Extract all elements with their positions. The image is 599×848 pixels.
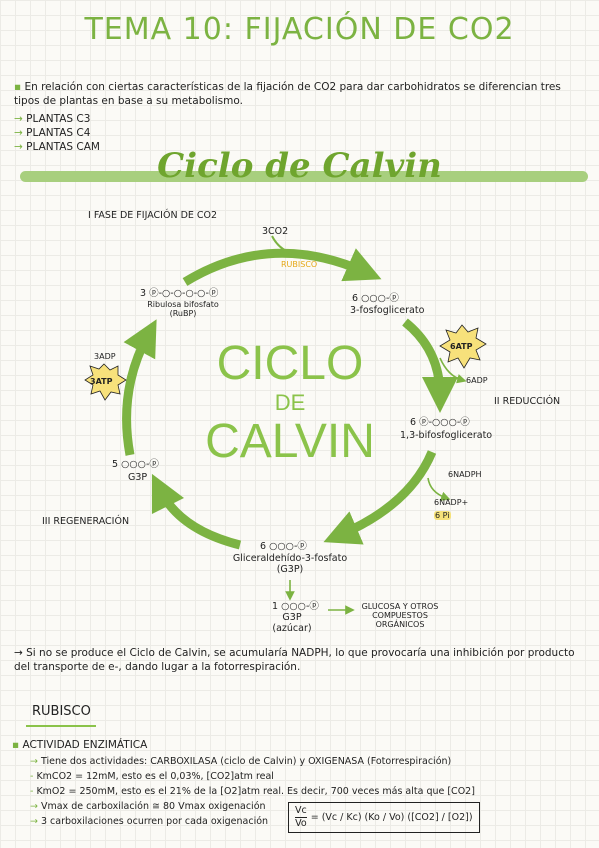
rubisco-heading: RUBISCO [32,704,91,719]
phase-fixation-label: I FASE DE FIJACIÓN DE CO2 [88,210,218,221]
output-name: G3P (azúcar) [272,612,312,634]
list-item: → PLANTAS C4 [14,127,91,139]
adp-label: 6ADP [466,376,488,385]
section-title: Ciclo de Calvin [157,146,442,186]
formula-box: Vc Vo = (Vc / Kc) (Ko / Vo) ([CO2] / [O2… [288,802,480,833]
cycle-arrow-reduction-1 [402,318,458,413]
phosphate-chain-icon: ⓟ-○-○-○-○-ⓟ [149,288,219,299]
list-item: → PLANTAS CAM [14,141,100,153]
g3p-molecule: 6 ○○○-ⓟ [260,541,307,552]
list-item: → PLANTAS C3 [14,113,91,125]
intro-paragraph: ▪ En relación con ciertas característica… [14,80,589,108]
cycle-arrow-regeneration-1 [151,473,242,550]
list-item: → Tiene dos actividades: CARBOXILASA (ci… [30,756,452,767]
cycle-arrow-fixation [182,248,382,286]
list-item: → Vmax de carboxilación ≅ 80 Vmax oxigen… [30,801,266,812]
phosphate-chain-icon: ○○○-ⓟ [269,541,307,552]
nadp-label: 6NADP+ [434,498,469,507]
bpg-name: 1,3-bifosfoglicerato [400,430,493,441]
rubisco-label: RUBISCO [281,260,318,269]
formula-rhs: = (Vc / Kc) (Ko / Vo) ([CO2] / [O2]) [310,812,473,823]
atp-regen-label: 3ATP [90,377,113,386]
g3p5-molecule: 5 ○○○-ⓟ [112,459,159,470]
list-item: → 3 carboxilaciones ocurren por cada oxi… [30,816,269,827]
list-item: - KmCO2 = 12mM, esto es el 0,03%, [CO2]a… [30,771,274,782]
intro-text: En relación con ciertas características … [14,81,561,107]
phase-reduction-label: II REDUCCIÓN [494,396,561,407]
atp-regen-starburst [84,363,127,401]
g3p5-name: G3P [128,472,148,483]
rubisco-underline [26,725,96,727]
rubisco-lines: → Tiene dos actividades: CARBOXILASA (ci… [30,754,590,829]
g3p-name: Gliceraldehído-3-fosfato (G3P) [232,553,348,575]
bpg-molecule: 6 ⓟ-○○○-ⓟ [410,417,470,428]
rubp-molecule: 3 ⓟ-○-○-○-○-ⓟ [140,288,219,299]
formula-fraction: Vc Vo [295,805,307,829]
atp-starburst [439,324,487,369]
output-molecule: 1 ○○○-ⓟ [272,601,319,612]
page-title: TEMA 10: FIJACIÓN DE CO2 [84,12,515,47]
adp-regen-label: 3ADP [94,352,116,361]
cycle-center-title: CICLO DE CALVIN [205,337,375,468]
cycle-arrow-regeneration-2 [122,319,157,456]
list-item: - KmO2 = 250mM, esto es el 21% de la [O2… [30,786,475,797]
calvin-note: → Si no se produce el Ciclo de Calvin, s… [14,647,575,673]
phosphate-chain-icon: ○○○-ⓟ [361,293,399,304]
phosphate-chain-icon: ○○○-ⓟ [121,459,159,470]
cycle-arrow-reduction-2 [323,450,437,545]
nadph-label: 6NADPH [448,470,482,479]
pga-molecule: 6 ○○○-ⓟ [352,293,399,304]
phase-regeneration-label: III REGENERACIÓN [42,516,130,527]
bullet-icon: ▪ [14,81,22,93]
nadph-side-arrow [427,477,451,501]
rubp-name: Ribulosa bifosfato (RuBP) [147,300,219,318]
co2-label: 3CO2 [262,226,289,237]
highlight-bar [20,171,588,182]
pga-name: 3-fosfoglicerato [350,305,425,316]
co2-entry-arrow [271,235,301,257]
activity-heading: ▪ ACTIVIDAD ENZIMÁTICA [12,739,148,751]
atp-label: 6ATP [450,342,473,351]
plant-list: → PLANTAS C3 → PLANTAS C4 → PLANTAS CAM [14,112,100,154]
atp-side-arrow [439,357,467,384]
phosphate-chain-icon: ⓟ-○○○-ⓟ [419,417,470,428]
glucose-label: GLUCOSA Y OTROS COMPUESTOS ORGÁNICOS [361,602,439,629]
phosphate-chain-icon: ○○○-ⓟ [281,601,319,612]
pi-label: 6 Pi [434,511,451,520]
